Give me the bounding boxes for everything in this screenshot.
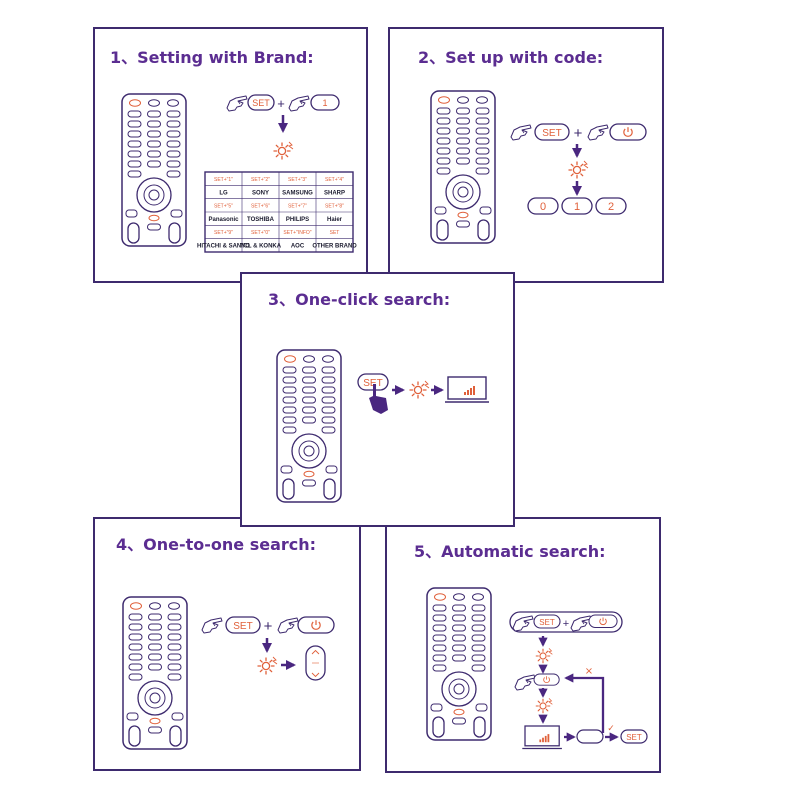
- remote-control-icon: [122, 596, 188, 750]
- remote-control-icon: [426, 587, 492, 741]
- set-button-label: SET: [252, 98, 270, 108]
- panel1-title: 1、Setting with Brand:: [110, 48, 314, 67]
- number-key-icon: [310, 94, 340, 111]
- table-cell: SET+"3": [288, 177, 307, 183]
- panel3-title: 3、One-click search:: [268, 290, 451, 309]
- signal-sun-icon: [535, 647, 553, 664]
- retry-loop-arrow: [564, 673, 605, 733]
- table-cell: SET+"INFO": [283, 230, 311, 236]
- remote-control-icon: [430, 90, 496, 244]
- table-cell: SET+"0": [251, 230, 270, 236]
- panel2-title: 2、Set up with code:: [418, 48, 604, 67]
- plus-sign: +: [574, 125, 583, 142]
- brand-table: SET+"1" SET+"2" SET+"3" SET+"4" LG SONY …: [197, 171, 357, 253]
- table-cell: SET+"1": [214, 177, 233, 183]
- table-cell: SET+"2": [251, 177, 270, 183]
- channel-rocker-icon: [305, 645, 326, 681]
- hand-pointer-icon: [226, 95, 248, 112]
- code-key-0: [527, 197, 559, 215]
- table-cell: LG: [219, 191, 228, 197]
- power-button-icon: [533, 673, 560, 686]
- set-button-label: SET: [233, 621, 252, 632]
- set-button-label: SET: [542, 128, 561, 139]
- code-key-label: 1: [574, 201, 580, 213]
- code-key-2: [595, 197, 627, 215]
- table-cell: Panasonic: [208, 217, 239, 223]
- power-button-icon: [609, 123, 647, 141]
- code-key-label: 2: [608, 201, 614, 213]
- table-cell: OTHER BRAND: [312, 244, 357, 250]
- plus-sign: +: [264, 618, 273, 635]
- table-cell: SET+"7": [288, 204, 307, 210]
- signal-sun-icon: [568, 160, 589, 179]
- table-cell: HITACHI & SANYO: [197, 244, 250, 250]
- set-button-label: SET: [626, 733, 642, 742]
- hand-pointer-icon: [277, 617, 299, 634]
- set-button-icon: [225, 616, 261, 634]
- power-button-icon: [297, 616, 335, 634]
- signal-sun-icon: [535, 697, 553, 714]
- hand-pointer-icon: [288, 95, 310, 112]
- hand-pointer-icon: [514, 674, 536, 691]
- set-button-icon: [534, 123, 570, 141]
- table-cell: TOSHIBA: [247, 217, 275, 223]
- set-button-label: SET: [363, 378, 382, 389]
- table-cell: SET+"8": [325, 204, 344, 210]
- set-button-icon: [620, 729, 648, 744]
- set-button-label: SET: [539, 618, 555, 627]
- set-button-icon: [247, 94, 275, 111]
- pressing-finger-icon: [369, 384, 388, 414]
- remote-control-icon: [121, 93, 187, 247]
- table-cell: SONY: [252, 191, 269, 197]
- table-cell: AOC: [291, 244, 305, 250]
- table-cell: SET: [330, 230, 340, 236]
- signal-sun-icon: [409, 380, 430, 399]
- table-cell: SET+"9": [214, 230, 233, 236]
- hand-pointer-icon: [201, 617, 223, 634]
- code-key-label: 0: [540, 201, 546, 213]
- panel5-title: 5、Automatic search:: [414, 542, 606, 561]
- result-pill: [576, 729, 604, 744]
- plus-sign: +: [563, 618, 569, 630]
- table-cell: SET+"5": [214, 204, 233, 210]
- hand-pointer-icon: [587, 124, 609, 141]
- tv-screen-icon: [521, 725, 563, 750]
- signal-sun-icon: [257, 656, 278, 675]
- ok-mark: ✓: [607, 724, 615, 734]
- hand-pointer-icon: [510, 124, 532, 141]
- plus-sign: +: [277, 96, 285, 111]
- code-key-1: [561, 197, 593, 215]
- table-cell: SET+"6": [251, 204, 270, 210]
- power-button-icon: [588, 614, 618, 628]
- remote-control-icon: [276, 349, 342, 503]
- fail-mark: ×: [585, 666, 593, 677]
- tv-screen-icon: [444, 376, 490, 403]
- number-key-label: 1: [322, 98, 327, 108]
- table-cell: SHARP: [324, 191, 345, 197]
- table-cell: Haier: [327, 217, 343, 223]
- table-cell: SET+"4": [325, 177, 344, 183]
- signal-sun-icon: [273, 141, 294, 160]
- table-cell: PHILIPS: [286, 217, 309, 223]
- panel4-title: 4、One-to-one search:: [116, 535, 317, 554]
- set-button-icon: [533, 614, 561, 629]
- table-cell: TCL & KONKA: [240, 244, 282, 250]
- table-cell: SAMSUNG: [282, 191, 313, 197]
